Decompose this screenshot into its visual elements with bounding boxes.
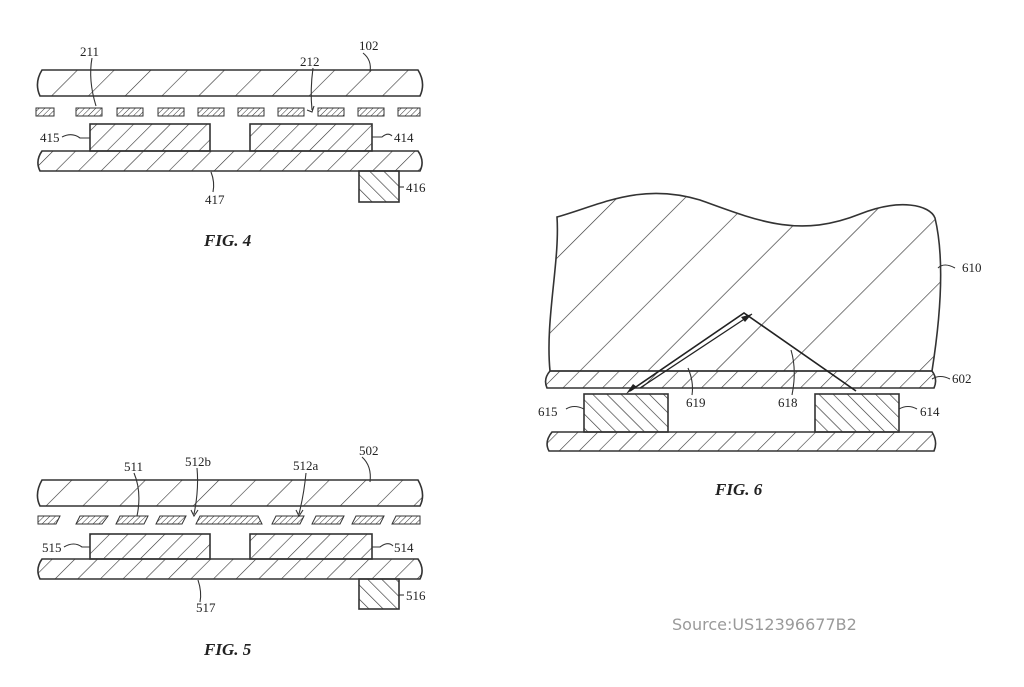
label-212: 212 [300,54,320,69]
fig5-block-514 [249,533,373,560]
label-417: 417 [205,192,225,207]
fig4-substrate [37,150,423,172]
label-614: 614 [920,404,940,419]
label-618: 618 [778,395,798,410]
label-512a: 512a [293,458,319,473]
fig4-block-415 [89,123,211,152]
label-619: 619 [686,395,706,410]
fig5-pattern-row [37,515,421,525]
fig6-drawing [544,192,956,452]
label-602: 602 [952,371,972,386]
label-211: 211 [80,44,99,59]
label-610: 610 [962,260,982,275]
fig4-pattern-row [35,107,421,117]
fig4-caption: FIG. 4 [203,231,251,250]
label-102: 102 [359,38,379,53]
fig5-drawing [36,456,424,610]
fig6-cover-body [548,192,942,372]
fig4-component-416 [358,170,400,203]
label-511: 511 [124,459,143,474]
fig4-block-414 [249,123,373,152]
fig5-component-516 [358,578,400,610]
fig6-caption: FIG. 6 [714,480,763,499]
label-515: 515 [42,540,62,555]
label-414: 414 [394,130,414,145]
fig5-substrate [37,558,423,580]
fig4-cover-layer [36,69,424,97]
fig5-labels: 511 512b 512a 502 515 514 517 516 FIG. 5 [42,443,426,659]
fig5-cover-layer [36,479,424,507]
fig4-drawing [35,52,424,203]
label-517: 517 [196,600,216,615]
fig6-light-ray-618 [639,313,753,389]
label-502: 502 [359,443,379,458]
fig5-caption: FIG. 5 [203,640,252,659]
fig6-light-ray-619 [626,312,857,394]
fig4-labels: 211 212 102 415 414 417 416 FIG. 4 [40,38,426,250]
label-615: 615 [538,404,558,419]
fig6-substrate [546,431,937,452]
source-watermark: Source:US12396677B2 [672,615,857,634]
label-416: 416 [406,180,426,195]
fig5-block-515 [89,533,211,560]
fig6-labels: 610 602 619 618 615 614 FIG. 6 [538,260,982,499]
fig6-layer-602 [544,370,937,389]
label-512b: 512b [185,454,211,469]
fig6-block-614 [814,393,900,433]
label-514: 514 [394,540,414,555]
label-415: 415 [40,130,60,145]
fig6-block-615 [583,393,669,433]
label-516: 516 [406,588,426,603]
